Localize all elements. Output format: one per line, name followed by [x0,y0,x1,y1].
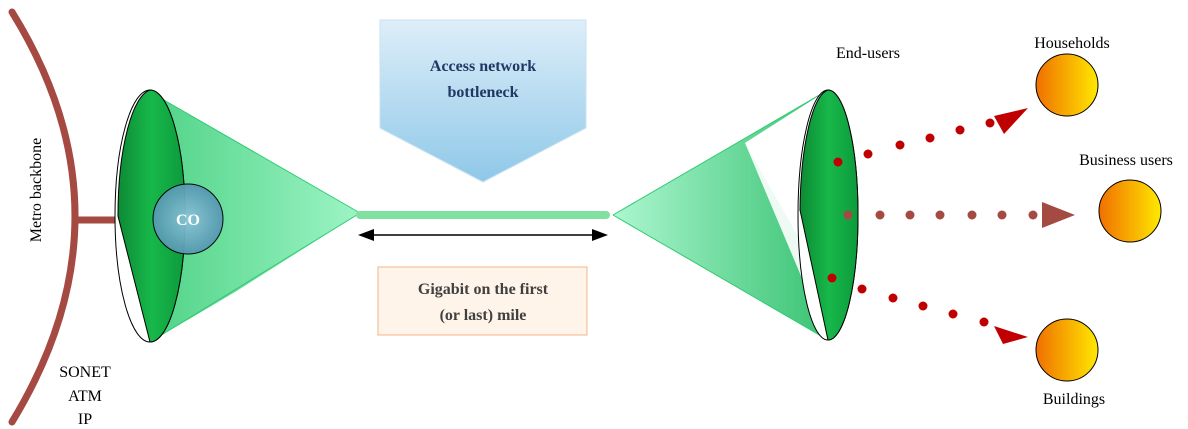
buildings-dots [827,273,1028,344]
business-arrowhead [1042,202,1075,228]
households-arrowhead [994,108,1028,134]
buildings-arrowhead [994,326,1028,344]
protocol-sonet: SONET [59,364,111,381]
protocol-ip: IP [78,411,92,428]
bottleneck-line2: bottleneck [447,84,518,101]
distance-arrow-right [592,229,608,241]
metro-backbone-arc [8,8,79,426]
right-ellipse-fill [799,89,859,341]
protocol-atm: ATM [68,388,102,405]
left-ellipse-fill [117,89,186,343]
bottleneck-callout [379,19,587,183]
bottleneck-line1: Access network [430,58,536,75]
gigabit-line1: Gigabit on the first [418,281,549,298]
co-circle [152,183,224,255]
gigabit-line2: (or last) mile [440,307,527,324]
buildings-node [1035,318,1099,382]
business-dots [843,202,1075,228]
households-dots [833,108,1028,167]
left-cone-shadow [150,92,360,342]
households-node [1035,53,1099,117]
end-users-label: End-users [836,45,900,62]
buildings-label: Buildings [1043,391,1105,408]
households-label: Households [1034,35,1110,52]
business-users-label: Business users [1079,152,1173,169]
co-label: CO [176,212,200,229]
distance-arrow-left [358,229,374,241]
gigabit-callout [377,266,588,336]
metro-backbone-label: Metro backbone [28,138,45,242]
left-cone [150,92,360,342]
business-users-node [1098,179,1162,243]
